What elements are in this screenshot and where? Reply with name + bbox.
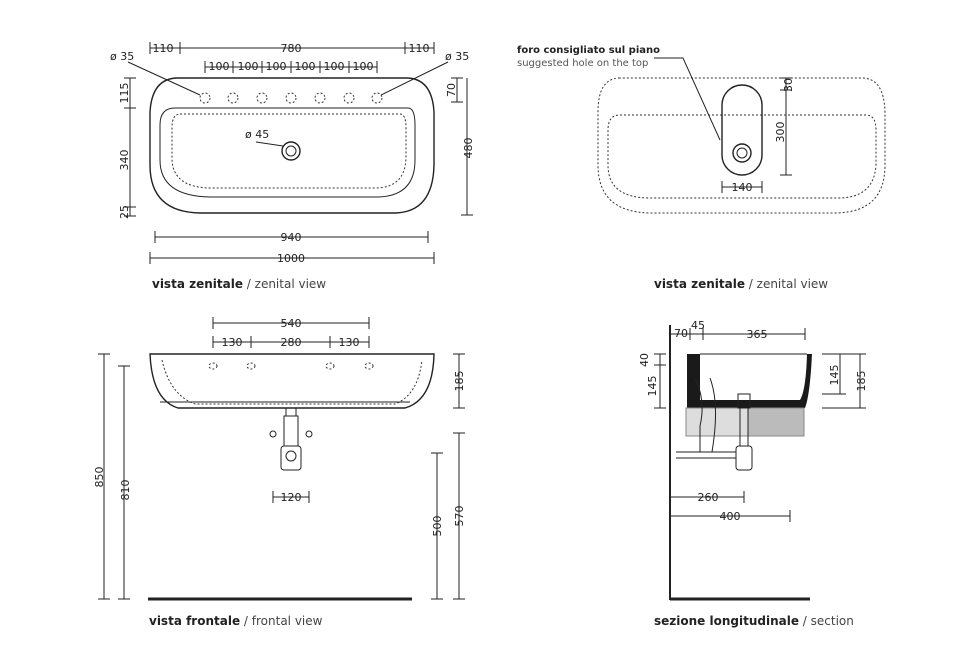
note-it: foro consigliato sul piano xyxy=(517,45,660,56)
caption-bottom-right-en: / section xyxy=(798,614,854,628)
caption-top-left-en: / zenital view xyxy=(242,277,327,291)
caption-top-left: vista zenitale / zenital view xyxy=(152,277,326,291)
dim-185: 185 xyxy=(453,371,466,392)
caption-bottom-right-it: sezione longitudinale xyxy=(654,614,799,628)
drain-hole xyxy=(281,141,301,161)
caption-bottom-left: vista frontale / frontal view xyxy=(149,614,322,628)
basin-top-dotted-outline xyxy=(597,77,886,214)
dim-spacing-5: 100 xyxy=(324,60,345,73)
basin-inner-dotted xyxy=(171,113,407,189)
caption-top-left-it: vista zenitale xyxy=(152,277,243,291)
suggested-hole xyxy=(721,84,763,176)
dim-sec-185: 185 xyxy=(855,371,868,392)
dim-850: 850 xyxy=(93,467,106,488)
basin-inner-bowl xyxy=(159,107,416,198)
dim-sec-145-right: 145 xyxy=(828,365,841,386)
dim-340: 340 xyxy=(118,150,131,171)
dim-480: 480 xyxy=(462,138,475,159)
caption-bottom-left-it: vista frontale xyxy=(149,614,241,628)
dim-left-margin: 110 xyxy=(153,42,174,55)
caption-top-right-it: vista zenitale xyxy=(654,277,745,291)
basin-section-body xyxy=(687,354,812,408)
dim-570: 570 xyxy=(453,506,466,527)
dim-sec-45: 45 xyxy=(691,319,705,332)
dim-sec-40: 40 xyxy=(638,353,651,367)
caption-top-right: vista zenitale / zenital view xyxy=(654,277,828,291)
dim-sec-365: 365 xyxy=(747,328,768,341)
dim-280: 280 xyxy=(281,336,302,349)
dim-140: 140 xyxy=(732,181,753,194)
dim-540: 540 xyxy=(281,317,302,330)
caption-bottom-left-en: / frontal view xyxy=(240,614,323,628)
siphon xyxy=(269,407,313,471)
dim-drain: ø 45 xyxy=(245,128,269,141)
top-left-view: 110 780 110 100 100 100 100 100 100 ø 35… xyxy=(110,42,475,265)
frontal-view: 540 130 280 130 185 850 810 500 570 120 xyxy=(93,317,466,601)
dim-30: 30 xyxy=(782,78,795,92)
dim-spacing-4: 100 xyxy=(295,60,316,73)
suggested-drain xyxy=(732,143,752,163)
dim-hole-right: ø 35 xyxy=(445,50,469,63)
dim-120: 120 xyxy=(281,491,302,504)
dim-810: 810 xyxy=(119,480,132,501)
dim-sec-70: 70 xyxy=(674,327,688,340)
dim-940: 940 xyxy=(281,231,302,244)
basin-top-outline xyxy=(149,77,435,214)
dim-right-margin: 110 xyxy=(409,42,430,55)
dim-sec-260: 260 xyxy=(698,491,719,504)
dim-115: 115 xyxy=(118,83,131,104)
tap-holes xyxy=(199,92,383,104)
section-view: 70 45 365 40 145 145 185 260 400 xyxy=(638,319,868,601)
dim-hole-left: ø 35 xyxy=(110,50,134,63)
dim-center: 780 xyxy=(281,42,302,55)
dim-130-left: 130 xyxy=(222,336,243,349)
dim-spacing-3: 100 xyxy=(266,60,287,73)
dim-130-right: 130 xyxy=(339,336,360,349)
caption-top-right-en: / zenital view xyxy=(744,277,829,291)
dim-70: 70 xyxy=(445,83,458,97)
dim-500: 500 xyxy=(431,516,444,537)
basin-front-outline xyxy=(149,353,435,409)
note-en: suggested hole on the top xyxy=(517,58,648,69)
dim-1000: 1000 xyxy=(277,252,305,265)
dim-spacing-1: 100 xyxy=(209,60,230,73)
dim-spacing-2: 100 xyxy=(238,60,259,73)
dim-sec-145-left: 145 xyxy=(646,376,659,397)
top-right-view: foro consigliato sul piano suggested hol… xyxy=(517,45,886,214)
dim-25: 25 xyxy=(118,205,131,219)
dim-sec-400: 400 xyxy=(720,510,741,523)
dim-spacing-6: 100 xyxy=(353,60,374,73)
dim-300: 300 xyxy=(774,122,787,143)
caption-bottom-right: sezione longitudinale / section xyxy=(654,614,854,628)
